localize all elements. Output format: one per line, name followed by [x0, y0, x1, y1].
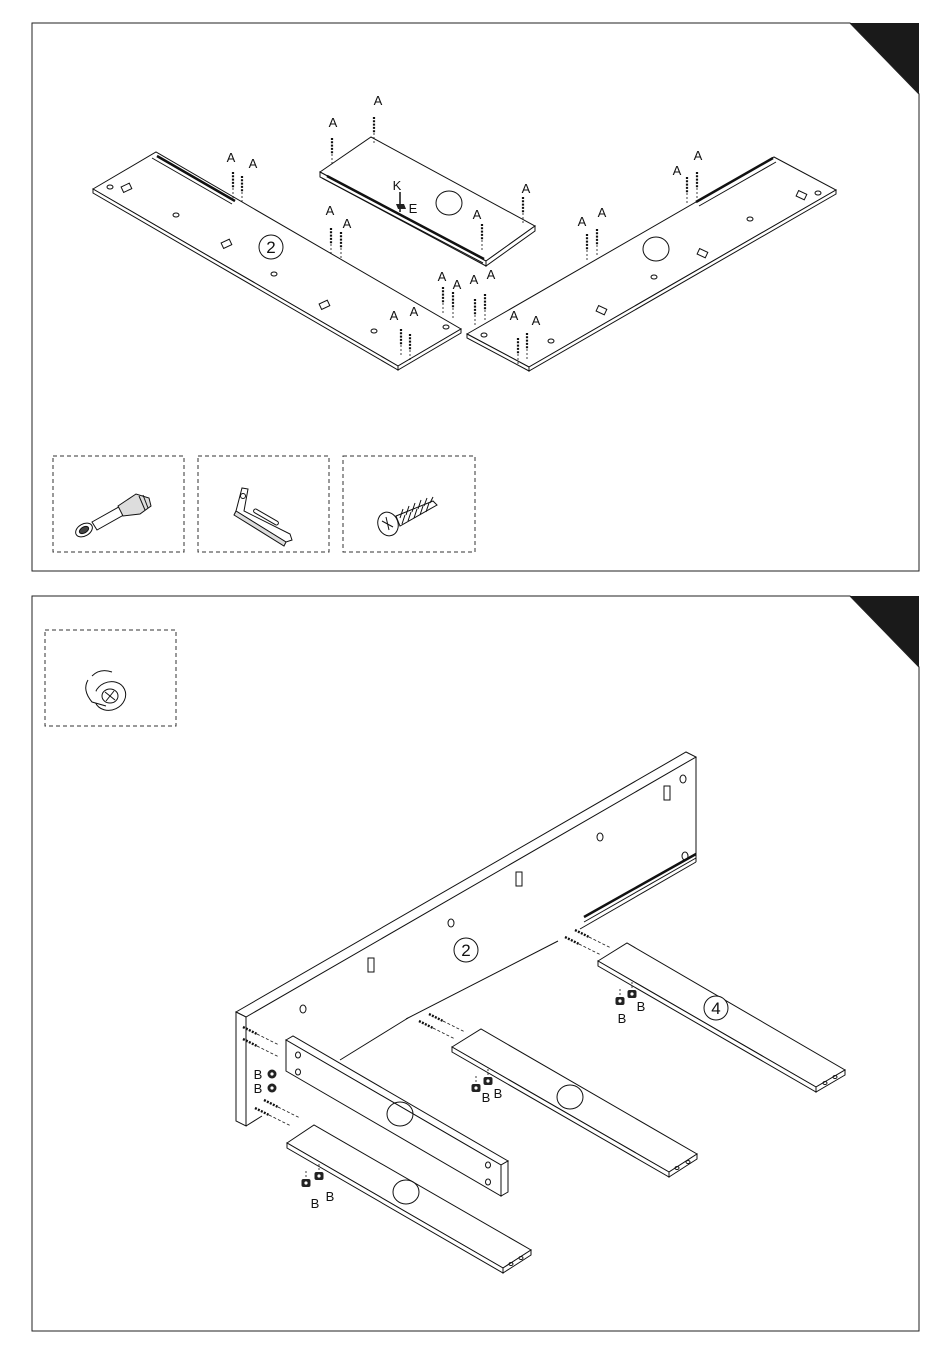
cam-bolt-icon: [73, 494, 151, 540]
svg-text:A: A: [343, 216, 352, 231]
step1-hardware-boxes: [53, 456, 475, 552]
step1-panel-number: 2: [266, 238, 275, 257]
step1-top-board: [320, 137, 535, 266]
svg-text:A: A: [470, 272, 479, 287]
svg-text:A: A: [326, 203, 335, 218]
svg-text:A: A: [453, 277, 462, 292]
label-k: K: [393, 178, 402, 193]
svg-text:B: B: [637, 999, 646, 1014]
svg-text:A: A: [390, 308, 399, 323]
svg-text:A: A: [578, 214, 587, 229]
svg-text:B: B: [311, 1196, 320, 1211]
svg-text:B: B: [494, 1086, 503, 1101]
step2-panel: 2: [32, 596, 919, 1331]
svg-text:A: A: [510, 308, 519, 323]
svg-text:A: A: [522, 181, 531, 196]
svg-text:A: A: [374, 93, 383, 108]
step2-hardware-box: [45, 630, 176, 726]
svg-text:A: A: [329, 115, 338, 130]
wood-screw-icon: [374, 497, 437, 539]
step2-shelf-number: 4: [711, 999, 720, 1018]
svg-text:A: A: [673, 163, 682, 178]
svg-text:A: A: [487, 267, 496, 282]
svg-text:A: A: [532, 313, 541, 328]
l-bracket-icon: [234, 488, 292, 546]
svg-text:A: A: [227, 150, 236, 165]
svg-text:B: B: [254, 1081, 263, 1096]
svg-text:B: B: [326, 1189, 335, 1204]
svg-text:A: A: [249, 156, 258, 171]
cam-lock-icon: [86, 671, 131, 716]
svg-text:B: B: [482, 1090, 491, 1105]
svg-text:A: A: [598, 205, 607, 220]
svg-text:A: A: [473, 207, 482, 222]
svg-text:B: B: [254, 1067, 263, 1082]
svg-text:A: A: [410, 304, 419, 319]
step1-panel: 2: [32, 23, 919, 571]
svg-text:A: A: [438, 269, 447, 284]
svg-text:B: B: [618, 1011, 627, 1026]
step2-side-number: 2: [461, 941, 470, 960]
label-e: E: [409, 201, 418, 216]
step2-bottom-shelf: [287, 1125, 531, 1273]
svg-text:A: A: [694, 148, 703, 163]
